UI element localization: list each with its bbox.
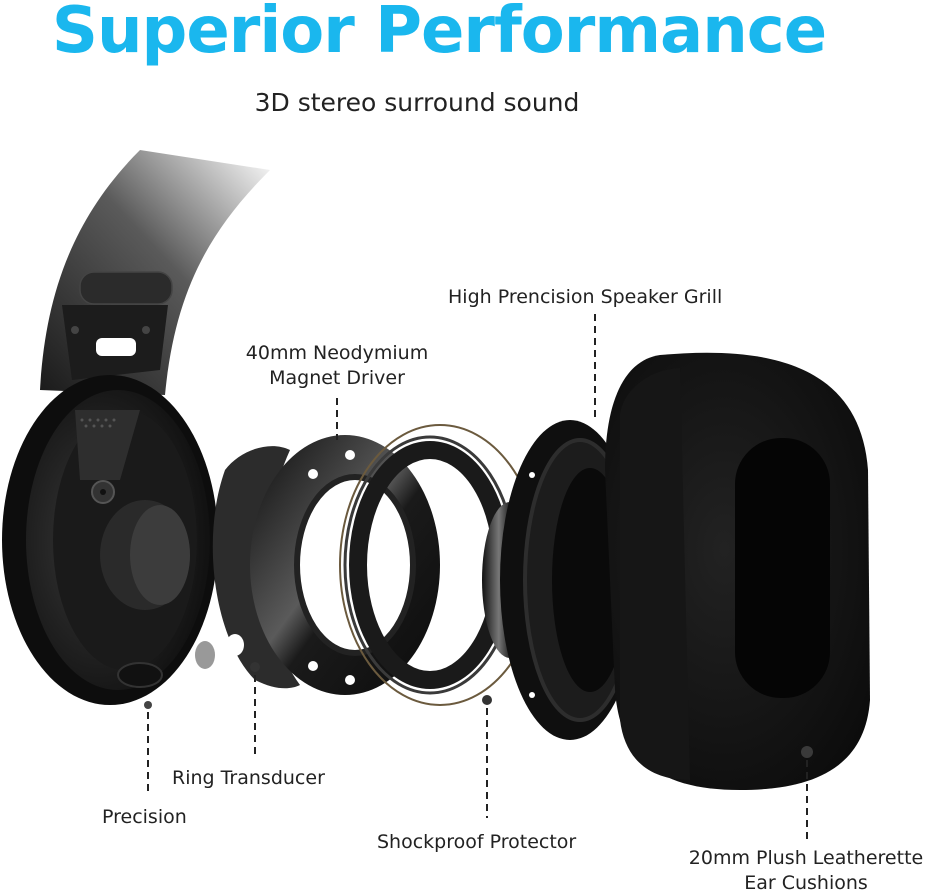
callout-ear-cushions-line1: 20mm Plush Leatherette — [688, 847, 924, 869]
ear-cup-housing — [2, 375, 218, 709]
page-subtitle: 3D stereo surround sound — [254, 88, 580, 117]
headband — [40, 150, 270, 395]
page-title: Superior Performance — [51, 0, 827, 68]
callout-ear-cushions-line2: Ear Cushions — [744, 872, 868, 894]
callout-precision: Precision — [102, 806, 187, 828]
callout-leader-lines — [147, 314, 808, 840]
ear-cushion — [605, 352, 870, 790]
callout-neodymium-driver: 40mm Neodymium Magnet Driver — [232, 341, 442, 391]
callout-neodymium-driver-line2: Magnet Driver — [269, 367, 405, 389]
callout-ear-cushions: 20mm Plush Leatherette Ear Cushions — [678, 846, 934, 896]
callout-speaker-grill: High Prencision Speaker Grill — [448, 286, 723, 308]
callout-neodymium-driver-line1: 40mm Neodymium — [245, 342, 429, 364]
callout-shockproof-protector: Shockproof Protector — [377, 831, 577, 853]
callout-ring-transducer: Ring Transducer — [172, 767, 325, 789]
